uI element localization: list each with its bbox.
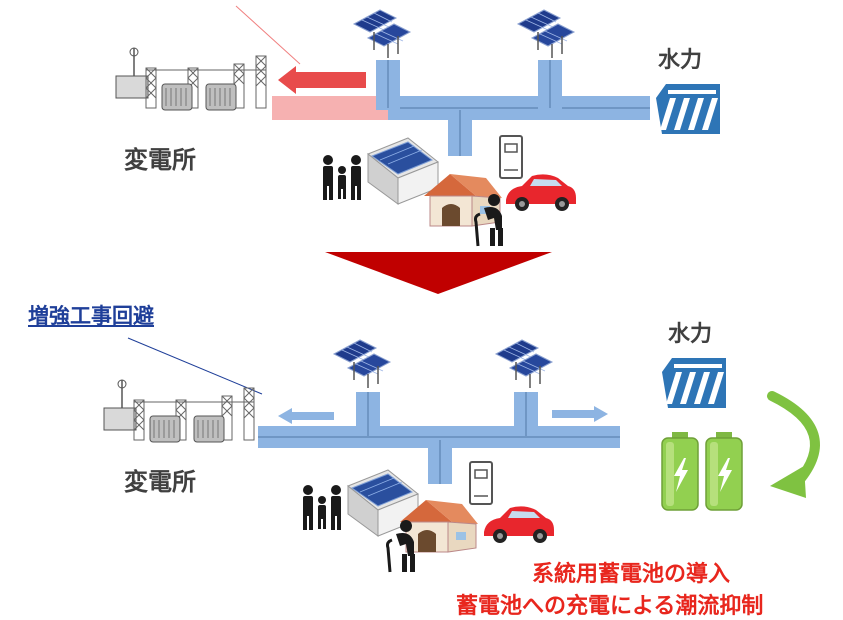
top-hydro-icon — [656, 84, 720, 134]
top-callout-line — [235, 5, 301, 65]
top-substation-icon — [115, 47, 267, 111]
top-solar-right-icon — [517, 9, 575, 59]
bottom-solar-right-icon — [495, 339, 553, 389]
transition-arrow-down — [325, 252, 552, 294]
bottom-hydro-label: 水力 — [668, 322, 713, 347]
bottom-flow-arrow-left — [278, 408, 334, 424]
top-substation-label: 変電所 — [124, 146, 196, 174]
battery-left-icon — [661, 431, 699, 511]
bottom-solar-left-icon — [333, 339, 391, 389]
bottom-callout-text: 増強工事回避 — [28, 304, 154, 328]
charge-cycle-arrow-icon — [767, 391, 820, 487]
top-solar-left-icon — [353, 9, 411, 59]
note-battery-introduction: 系統用蓄電池の導入 — [532, 562, 731, 587]
top-reverse-flow-band — [272, 96, 388, 120]
top-family-icon — [323, 155, 361, 200]
bottom-callout-line — [127, 337, 263, 395]
bottom-flow-arrow-right — [552, 406, 608, 422]
battery-right-icon — [705, 431, 743, 511]
top-hydro-label: 水力 — [658, 48, 703, 73]
bottom-ev-charger-icon — [469, 461, 493, 505]
top-scene — [115, 5, 720, 248]
top-car-icon — [506, 174, 576, 211]
bottom-hydro-icon — [662, 358, 726, 408]
bottom-family-icon — [303, 485, 341, 530]
bottom-substation-icon — [103, 379, 255, 443]
top-reverse-flow-arrow — [278, 66, 366, 94]
bottom-car-icon — [484, 506, 554, 543]
bottom-scene — [103, 337, 820, 574]
note-charging-flow-suppression: 蓄電池への充電による潮流抑制 — [456, 594, 764, 619]
bottom-substation-label: 変電所 — [124, 468, 196, 496]
top-ev-charger-icon — [499, 135, 523, 179]
